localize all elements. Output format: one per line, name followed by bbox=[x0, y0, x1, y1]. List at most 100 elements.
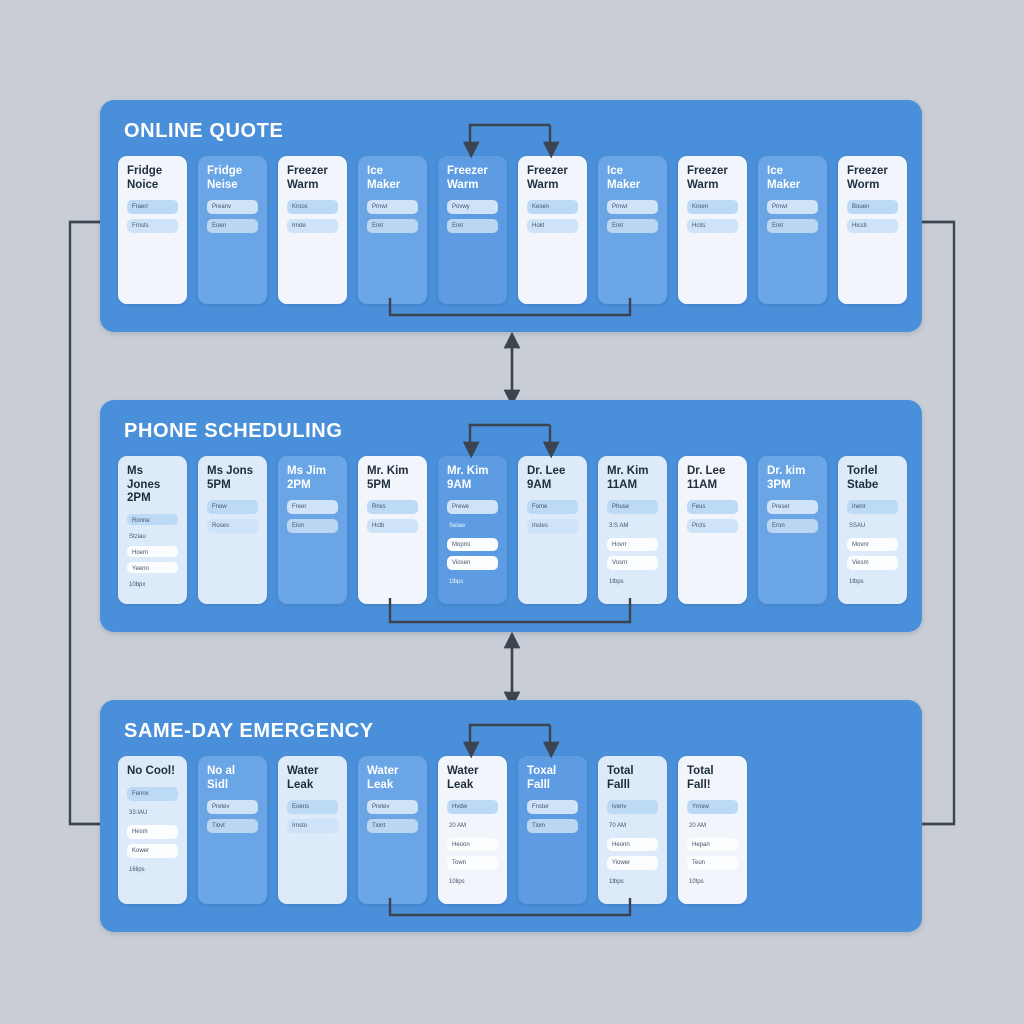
card-spacer bbox=[527, 238, 578, 294]
card-title: Ice Maker bbox=[607, 165, 641, 191]
card-detail-row: Rnxs bbox=[367, 500, 418, 515]
card-spacer bbox=[127, 238, 178, 294]
card-title: Ms Jones 2PM bbox=[127, 465, 161, 505]
card-detail-row: Fome bbox=[527, 500, 578, 515]
card-spacer bbox=[767, 238, 818, 294]
card-detail-row: Town bbox=[447, 856, 498, 871]
card-detail-row: Prewe bbox=[447, 500, 498, 514]
card-detail-row: Eret bbox=[607, 219, 658, 234]
card-spacer bbox=[607, 238, 658, 294]
card-detail-row: Irnsto bbox=[287, 819, 338, 834]
card-title: Ms Jim 2PM bbox=[287, 465, 326, 491]
card-detail-row: Hesm bbox=[127, 824, 178, 839]
card-detail-row: Preanv bbox=[207, 200, 258, 215]
card-title: No al Sidl bbox=[207, 765, 236, 791]
card-title: No Cool! bbox=[127, 765, 175, 777]
card-detail-row: Povwy bbox=[447, 200, 498, 215]
card-detail-row: Viesm bbox=[847, 556, 898, 571]
card-detail-row: Eion bbox=[287, 519, 338, 534]
card-detail-row: Prcts bbox=[687, 519, 738, 534]
card-detail-row: Frnsts bbox=[127, 219, 178, 234]
card-detail-row: Kesen bbox=[527, 200, 578, 215]
card-detail-row: 20 AM bbox=[449, 822, 467, 829]
card-detail-row: Feus bbox=[687, 500, 738, 515]
card-title: Mr. Kim 9AM bbox=[447, 465, 489, 491]
card-detail-row: Teun bbox=[687, 856, 738, 871]
panel-title-same-day-emergency: SAME-DAY EMERGENCY bbox=[124, 720, 374, 742]
card-detail-row: Hcits bbox=[687, 219, 738, 234]
card-title: Dr. Lee 9AM bbox=[527, 465, 566, 491]
card-title: Mr. Kim 11AM bbox=[607, 465, 649, 491]
card-spacer bbox=[207, 538, 258, 594]
card-spacer bbox=[367, 238, 418, 294]
card-detail-row: Tiom bbox=[527, 819, 578, 834]
card-detail-row: SSAU bbox=[849, 522, 866, 529]
card-spacer bbox=[207, 238, 258, 294]
card-detail-row: Eret bbox=[447, 219, 498, 234]
card-detail-row: Hovrr bbox=[607, 537, 658, 552]
card-title: Total Fall! bbox=[687, 765, 714, 791]
card-detail-row: 1tbps bbox=[609, 579, 624, 586]
card-detail-row: Eoens bbox=[287, 800, 338, 815]
card-spacer bbox=[527, 838, 578, 894]
card-spacer bbox=[367, 538, 418, 594]
card-title: Freezer Worm bbox=[847, 165, 888, 191]
card-title: Water Leak bbox=[367, 765, 399, 791]
card-detail-row: Eret bbox=[367, 219, 418, 234]
card-detail-row: Instes bbox=[527, 519, 578, 534]
card-detail-row: 33:IAU bbox=[129, 809, 148, 816]
card-spacer bbox=[367, 838, 418, 894]
card-detail-row: Prnwr bbox=[607, 200, 658, 215]
card-title: Dr. Lee 11AM bbox=[687, 465, 726, 491]
panel-title-online-quote: ONLINE QUOTE bbox=[124, 120, 284, 142]
card-detail-row: Ivenv bbox=[607, 800, 658, 814]
card-detail-row: Hoem bbox=[127, 545, 178, 557]
card-detail-row: Heoon bbox=[447, 837, 498, 852]
card-title: Freezer Warm bbox=[447, 165, 488, 191]
card-detail-row: Tiont bbox=[367, 819, 418, 834]
card-detail-row: Eret bbox=[767, 219, 818, 234]
card-detail-row: 1tbps bbox=[849, 579, 864, 586]
card-spacer bbox=[447, 238, 498, 294]
card-detail-row: 1tbps bbox=[609, 879, 624, 886]
panel-title-phone-scheduling: PHONE SCHEDULING bbox=[124, 420, 343, 442]
card-title: Total Falll bbox=[607, 765, 634, 791]
card-detail-row: Kroen bbox=[687, 200, 738, 215]
card-spacer bbox=[207, 838, 258, 894]
